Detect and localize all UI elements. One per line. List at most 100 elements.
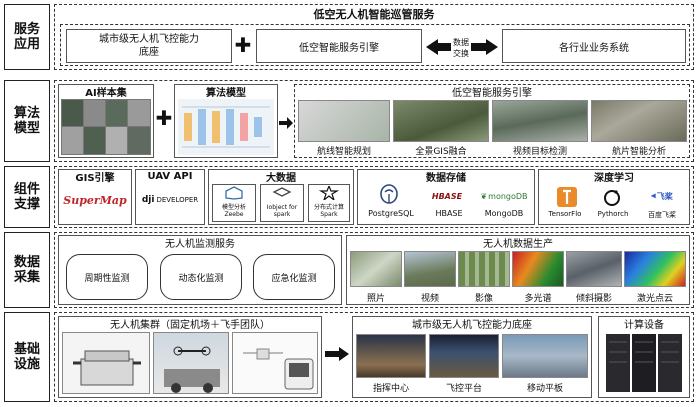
service-engine-label: 低空智能服务引擎 [299,42,379,54]
oblique-thumb [566,251,622,287]
dock-station-image [62,332,150,394]
service-inner [60,24,690,66]
multispectral-thumb [512,251,564,287]
component-panel [54,166,694,228]
city-base-title: 城市级无人机飞控能力底座 [412,320,532,331]
bigdata-item-label: 分布式计算 Spark [313,204,344,218]
monitor-item-label: 动态化监测 [178,273,224,284]
monitor-box [58,235,342,305]
route-planning-image [298,100,390,142]
city-base-item-label: 指挥中心 [372,384,409,394]
deep-learning-box [538,169,690,225]
row-label-algorithm: 算法模型 [4,80,50,162]
row-label-text: 服务应用 [13,22,40,52]
drone-icon [243,348,314,390]
gis-fusion-image [393,100,489,142]
production-item-label: 多光谱 [524,294,552,304]
algorithm-panel [54,80,694,162]
compute-title: 计算设备 [624,320,664,331]
city-base-item-label: 移动平板 [526,384,563,394]
paddle-logo-text: 飞桨 [656,191,673,201]
monitor-item-label: 应急化监测 [271,273,317,284]
photo-thumb [350,251,402,287]
bigdata-title: 大数据 [266,172,296,184]
mongodb-logo: ❦mongoDB [476,190,532,202]
mobile-tablet-image [502,334,588,378]
zeebe-icon [224,186,244,200]
paddle-logo: ⫷飞桨 [640,188,684,204]
bigdata-box [208,169,354,225]
storage-item-label: HBASE [435,209,463,218]
arrow-right-icon [279,114,293,129]
arrow-right-shape [279,117,293,129]
sample-grid-image [61,99,151,155]
row-label-text: 基础设施 [13,342,40,372]
bigdata-item-label: 模型分析 Zeebe [221,204,246,218]
gis-engine-box [58,169,132,225]
row-label-infra: 基础设施 [4,312,50,402]
storage-box [357,169,535,225]
cluster-box [58,316,322,398]
gis-engine-title: GIS引擎 [75,172,115,184]
video-detection-image [492,100,588,142]
spark-icon [319,186,339,200]
server-icon [606,334,682,392]
algorithm-item-label: 航片智能分析 [611,147,666,157]
arrow-right-icon [325,346,349,361]
tensorflow-logo-icon [557,187,577,207]
service-panel [54,4,694,70]
models-box [174,84,278,158]
service-base-box: 城市级无人机飞控能力底座 [66,29,232,63]
flame-icon [604,190,620,206]
elephant-icon [380,184,398,204]
tensorflow-icon [556,186,578,208]
production-title: 无人机数据生产 [483,239,553,250]
models-title: 算法模型 [206,87,246,99]
pytorch-icon [601,186,623,208]
exchange-text: 数据交换 [451,37,471,59]
star-icon [319,186,339,200]
bigdata-item-label: Iobject for spark [266,204,298,218]
monitor-item: 周期性监测 [66,254,148,300]
mongodb-logo-text: mongoDB [488,191,528,201]
deep-learning-item-label: 百度飞桨 [648,211,676,219]
plus-icon: ✚ [234,33,252,57]
layers-icon [272,187,292,197]
storage-title: 数据存储 [426,172,466,184]
hbase-logo-text: HBASE [431,191,463,201]
storage-item-label: MongoDB [484,209,524,218]
algorithm-item-label: 全景GIS融合 [415,147,467,157]
production-item-label: 影像 [474,294,493,304]
monitor-item: 应急化监测 [253,254,335,300]
algorithm-item-label: 视频目标检测 [512,147,567,157]
postgresql-icon [378,184,400,206]
row-label-text: 组件支撑 [13,182,40,212]
algorithm-engine-panel [294,84,690,158]
iobject-icon [272,186,292,200]
algorithm-item-label: 航线智能规划 [316,147,371,157]
cluster-title: 无人机集群（固定机场＋飞手团队） [110,320,270,331]
monitor-item: 动态化监测 [160,254,242,300]
ai-samples-box [58,84,154,158]
vehicle-drone-image [153,332,229,394]
zeebe-tile [212,184,256,222]
ai-samples-image [61,99,151,155]
lidar-thumb [624,251,686,287]
supermap-logo: SuperMap [60,188,130,212]
row-label-text: 算法模型 [13,106,40,136]
infra-panel [54,312,694,402]
service-base-label: 城市级无人机飞控能力底座 [99,34,199,58]
imagery-thumb [458,251,510,287]
monitor-title: 无人机监测服务 [165,239,235,250]
uav-api-box [135,169,205,225]
production-box [346,235,690,305]
supermap-logo-text: SuperMap [63,193,127,207]
city-base-item-label: 飞控平台 [445,384,482,394]
city-base-box [352,316,592,398]
service-title: 低空无人机智能巡管服务 [313,8,435,21]
leaf-icon: ❦ [480,191,488,201]
exchange-label: 数据交换 [446,33,476,63]
monitor-item-label: 周期性监测 [84,273,130,284]
paddle-logo-icon: ⫷ [651,191,656,200]
server-rack-image [604,332,684,394]
